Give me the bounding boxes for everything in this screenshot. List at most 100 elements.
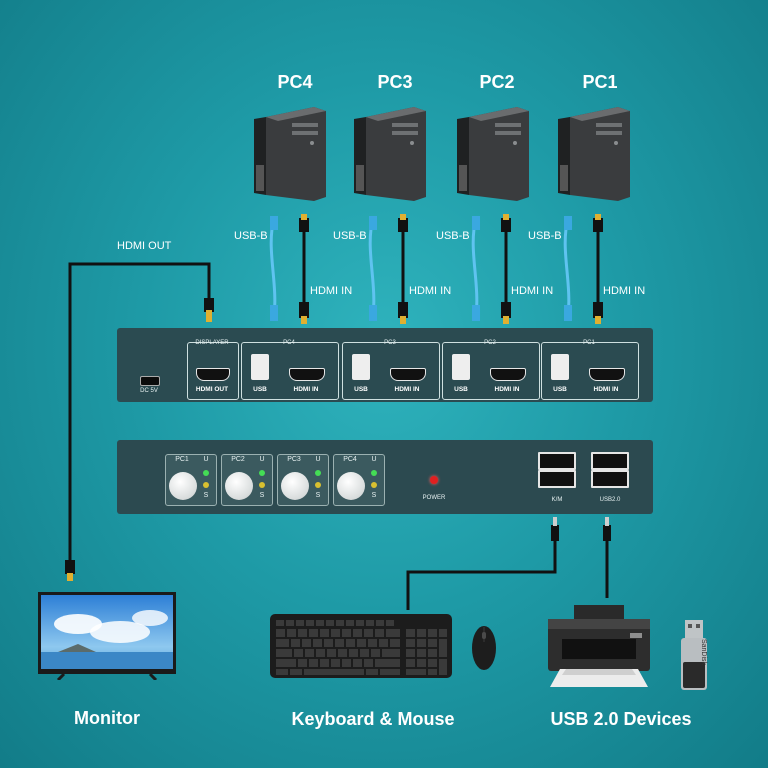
- pc3-usb-label: USB-B: [333, 230, 367, 242]
- pc4-hdmi-port-label: HDMI IN: [293, 386, 319, 393]
- pc4-usb-plug-top: [270, 216, 278, 230]
- selector-pc1-label: PC1: [175, 456, 189, 463]
- pc4-hdmi-port[interactable]: [289, 368, 325, 381]
- selector-pc4-button[interactable]: [337, 472, 365, 500]
- pc4-tower-icon: [254, 107, 326, 201]
- km-label: K/M: [551, 497, 563, 503]
- selector-pc3-button[interactable]: [281, 472, 309, 500]
- pc3-hdmi-plug-bottom-tip: [400, 316, 406, 324]
- pc1-usb-cable: [563, 217, 571, 319]
- printer-icon: [548, 605, 650, 687]
- hdmi-out-plug-top: [204, 298, 214, 312]
- keyboard-mouse-title: Keyboard & Mouse: [291, 709, 455, 729]
- pc4-hdmi-label: HDMI IN: [310, 285, 353, 297]
- pc4-usb-cable: [269, 217, 277, 319]
- hdmi-out-port-label: HDMI OUT: [195, 386, 229, 393]
- pc2-hdmi-plug-top: [501, 218, 511, 232]
- pc3-usb-port-label: USB: [354, 386, 368, 393]
- selector-pc2-u-led: [259, 470, 265, 476]
- pc3-hdmi-plug-top-tip: [400, 214, 406, 220]
- pc3-usb-port[interactable]: [352, 354, 370, 380]
- selector-pc1-u-label: U: [203, 456, 209, 463]
- selector-pc4-label: PC4: [343, 456, 357, 463]
- selector-pc1-u-led: [203, 470, 209, 476]
- hdmi-out-plug-monitor: [65, 560, 75, 574]
- usb20-port-top[interactable]: [591, 452, 629, 470]
- selector-pc4-u-led: [371, 470, 377, 476]
- selector-pc3-label: PC3: [287, 456, 301, 463]
- pc2-hdmi-label: HDMI IN: [511, 285, 554, 297]
- pc4-hdmi-plug-top: [299, 218, 309, 232]
- pc2-hdmi-port-label: HDMI IN: [494, 386, 520, 393]
- pc1-hdmi-plug-top: [593, 218, 603, 232]
- km-cable: [406, 540, 557, 610]
- pc2-usb-port[interactable]: [452, 354, 470, 380]
- hdmi-out-port[interactable]: [196, 368, 230, 381]
- selector-pc1-button[interactable]: [169, 472, 197, 500]
- dc-port: [140, 376, 160, 386]
- selector-pc2-s-label: S: [259, 492, 265, 499]
- pc2-usb-port-label: USB: [454, 386, 468, 393]
- dc-label: DC 5V: [140, 388, 158, 394]
- back-group-pc1-label: PC1: [583, 340, 595, 346]
- pc3-hdmi-label: HDMI IN: [409, 285, 452, 297]
- kvm-back-panel: DC 5V DISPLAYER HDMI OUT PC4 USB HDMI IN…: [117, 328, 653, 402]
- pc3-usb-plug-top: [369, 216, 377, 230]
- pc1-cables: [563, 214, 603, 324]
- selector-pc1-s-led: [203, 482, 209, 488]
- selector-pc3-u-label: U: [315, 456, 321, 463]
- flash-drive-brand: SanDisk: [700, 639, 707, 666]
- pc4-usb-port-label: USB: [253, 386, 267, 393]
- selector-pc2-button[interactable]: [225, 472, 253, 500]
- usb20-port-bottom[interactable]: [591, 470, 629, 488]
- selector-pc2-label: PC2: [231, 456, 245, 463]
- selector-pc2-u-label: U: [259, 456, 265, 463]
- pc1-usb-label: USB-B: [528, 230, 562, 242]
- selector-pc1-s-label: S: [203, 492, 209, 499]
- pc1-hdmi-plug-top-tip: [595, 214, 601, 220]
- pc3-hdmi-port[interactable]: [390, 368, 426, 381]
- usb20-label: USB2.0: [599, 497, 621, 503]
- hdmi-out-cable: [68, 262, 211, 562]
- keyboard-icon: [270, 614, 452, 678]
- usb20-plug: [603, 525, 611, 541]
- selector-pc2-s-led: [259, 482, 265, 488]
- displayer-group: [187, 342, 239, 400]
- flash-drive-icon: SanDisk: [681, 620, 707, 690]
- pc2-hdmi-plug-top-tip: [503, 214, 509, 220]
- back-group-pc3-label: PC3: [384, 340, 396, 346]
- km-port-bottom[interactable]: [538, 470, 576, 488]
- pc1-hdmi-plug-bottom: [593, 302, 603, 318]
- displayer-label: DISPLAYER: [195, 340, 229, 346]
- pc4-hdmi-plug-bottom-tip: [301, 316, 307, 324]
- pc1-hdmi-port[interactable]: [589, 368, 625, 381]
- pc2-usb-plug-top: [472, 216, 480, 230]
- back-group-pc1: [541, 342, 639, 400]
- back-group-pc4-label: PC4: [283, 340, 295, 346]
- pc4-usb-port[interactable]: [251, 354, 269, 380]
- pc2-hdmi-plug-bottom-tip: [503, 316, 509, 324]
- pc3-usb-plug-bottom: [369, 305, 377, 321]
- back-group-pc4: [241, 342, 339, 400]
- power-led: [430, 476, 438, 484]
- pc1-hdmi-plug-bottom-tip: [595, 316, 601, 324]
- km-plug: [551, 525, 559, 541]
- hdmi-out-label: HDMI OUT: [117, 240, 172, 252]
- selector-pc3-s-label: S: [315, 492, 321, 499]
- pc1-tower-icon: [558, 107, 630, 201]
- pc2-hdmi-port[interactable]: [490, 368, 526, 381]
- pc2-hdmi-plug-bottom: [501, 302, 511, 318]
- pc4-hdmi-plug-top-tip: [301, 214, 307, 220]
- pc3-usb-cable: [368, 217, 376, 319]
- pc1-hdmi-port-label: HDMI IN: [593, 386, 619, 393]
- pc3-tower-icon: [354, 107, 426, 201]
- selector-pc4-s-label: S: [371, 492, 377, 499]
- km-plug-tip: [553, 517, 557, 526]
- selector-pc3-u-led: [315, 470, 321, 476]
- pc1-usb-port[interactable]: [551, 354, 569, 380]
- km-port-top[interactable]: [538, 452, 576, 470]
- hdmi-out-plug-monitor-tip: [67, 573, 73, 581]
- pc2-title: PC2: [479, 72, 515, 92]
- mouse-icon: [472, 626, 496, 670]
- usb20-plug-tip: [605, 517, 609, 526]
